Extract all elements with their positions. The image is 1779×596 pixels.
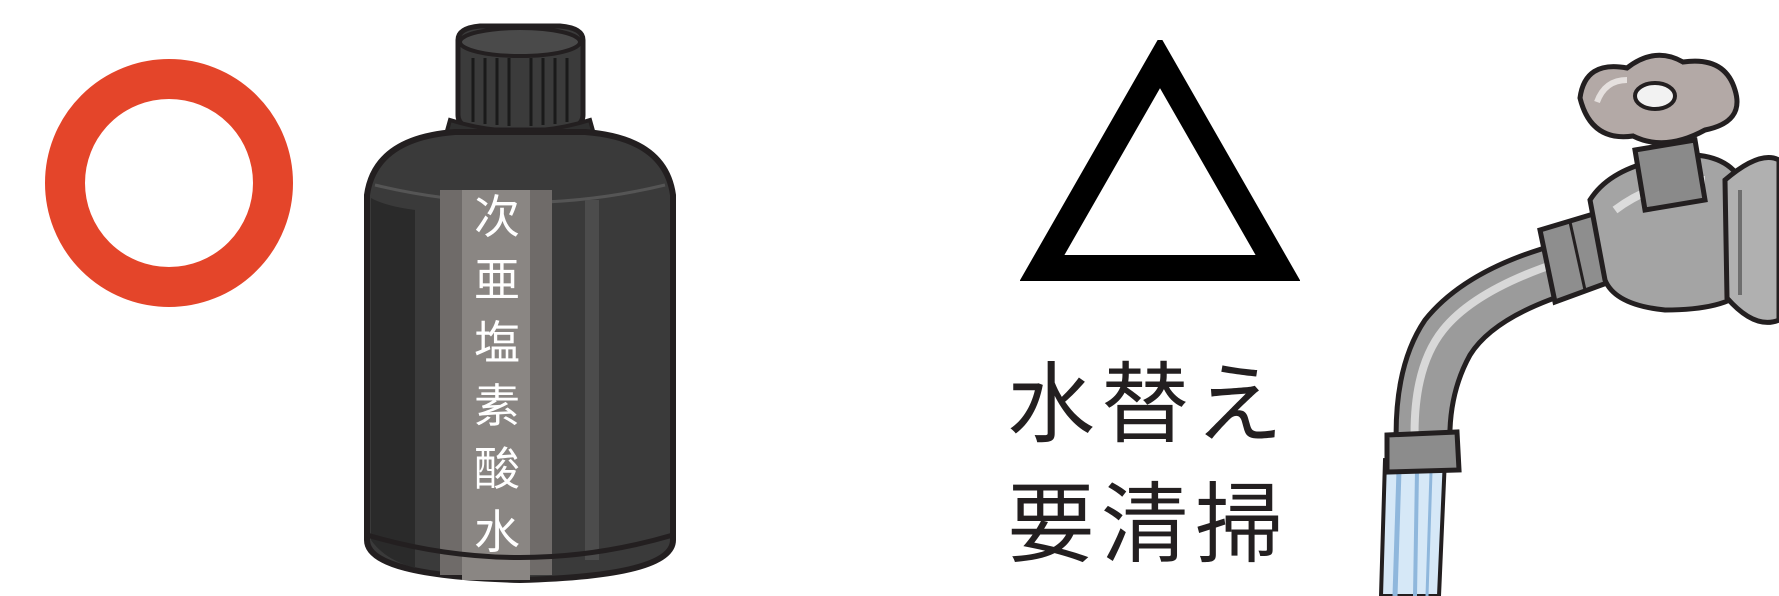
bottle-label-char: 素 <box>474 379 520 433</box>
bottle-label: 次 亜 塩 素 酸 水 <box>471 186 523 576</box>
faucet-icon <box>1378 52 1779 596</box>
bottle-icon <box>364 23 676 584</box>
bottle-label-char: 酸 <box>474 442 520 496</box>
caption-line-1: 水替え <box>1007 353 1290 456</box>
triangle-mark-icon <box>1020 40 1300 281</box>
bottle-label-char: 水 <box>474 505 520 559</box>
bottle-label-char: 亜 <box>474 253 520 307</box>
bottle-label-char: 塩 <box>474 316 520 370</box>
bottle-label-char: 次 <box>474 190 520 244</box>
caption-line-2: 要清掃 <box>1007 473 1290 576</box>
circle-mark-icon <box>45 59 293 307</box>
caption: 水替え 要清掃 <box>1007 345 1347 585</box>
